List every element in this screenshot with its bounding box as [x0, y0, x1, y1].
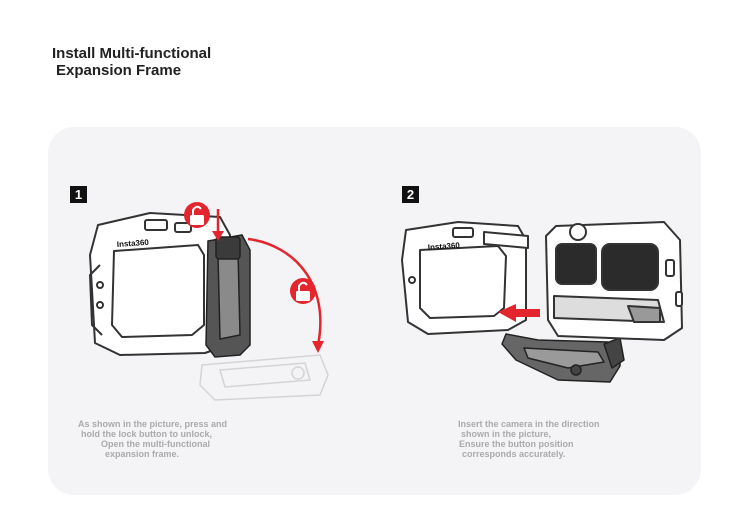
step-2-brand-label: Insta360 — [428, 241, 461, 252]
step-1-brand-label: Insta360 — [117, 238, 150, 249]
step-1-caption-line: expansion frame. — [105, 449, 180, 459]
step-2-illustration: Insta360 — [401, 221, 683, 383]
step-1-illustration: Insta360 — [89, 202, 329, 401]
camera-body — [545, 221, 683, 341]
step-2-caption-line: Ensure the button position — [459, 439, 574, 449]
opened-latch — [501, 333, 625, 383]
press-arrow — [212, 209, 224, 241]
step-2-caption: Insert the camera in the direction shown… — [458, 419, 600, 459]
step-1-caption: As shown in the picture, press and hold … — [78, 419, 227, 459]
step-1-caption-line: hold the lock button to unlock, — [81, 429, 212, 439]
page-title-line1: Install Multi-functional — [52, 45, 212, 62]
step-2-caption-line: corresponds accurately. — [462, 449, 566, 459]
rotate-arrow — [247, 237, 324, 353]
step-2-badge: 2 — [402, 186, 419, 203]
step-1-caption-line: Open the multi-functional — [101, 439, 210, 449]
side-latch — [205, 234, 251, 358]
unlock-icon — [184, 202, 210, 228]
insert-arrow — [498, 304, 540, 322]
expansion-frame — [89, 212, 231, 356]
step-1-badge: 1 — [70, 186, 87, 203]
step-1-caption-line: As shown in the picture, press and — [78, 419, 228, 429]
page-title-line2: Expansion Frame — [56, 62, 182, 79]
opened-frame-ghost — [199, 354, 329, 401]
unlock-icon — [290, 278, 316, 304]
expansion-frame — [401, 221, 529, 335]
step-2-caption-line: shown in the picture, — [461, 429, 552, 439]
page-title: Install Multi-functional Expansion Frame — [52, 45, 211, 79]
step-2-caption-line: Insert the camera in the direction — [458, 419, 600, 429]
